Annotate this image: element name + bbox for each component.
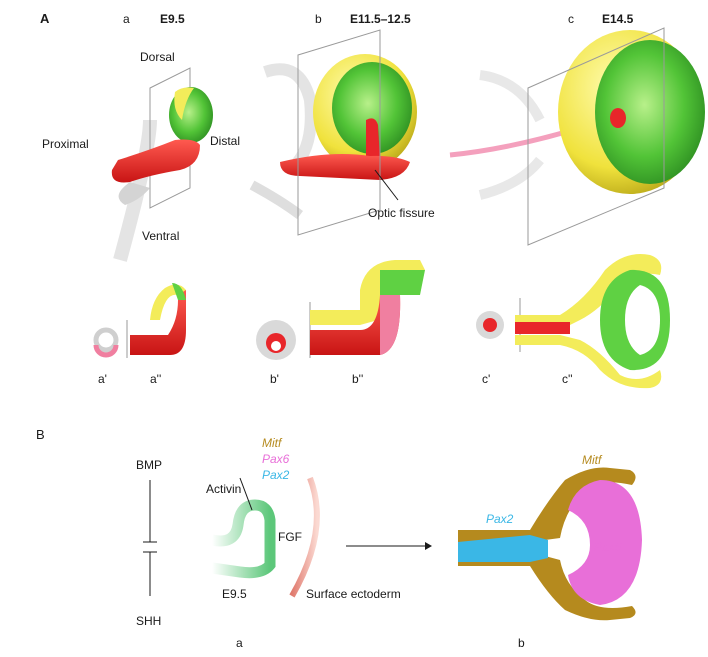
right-pax6-label: Pax6 [594, 540, 622, 554]
pax2-label: Pax2 [262, 468, 290, 482]
bmp-shh-antagonism [143, 480, 157, 596]
stage-b-drawing [249, 29, 417, 236]
section-b-prime [256, 320, 296, 360]
section-b-double-prime-label: b'' [352, 372, 364, 386]
right-pax2-label: Pax2 [486, 512, 514, 526]
section-b-double-prime [309, 260, 425, 358]
mitf-label: Mitf [262, 436, 282, 450]
panel-b-letter: B [36, 427, 45, 442]
arrow-to-b [346, 542, 432, 550]
section-a-double-prime [126, 283, 186, 358]
stage-b-label: E11.5–12.5 [350, 12, 411, 26]
stage-c-sub: c [568, 12, 574, 26]
optic-fissure-label: Optic fissure [368, 206, 435, 220]
section-c-prime-label: c' [482, 372, 491, 386]
stage-a-sub: a [123, 12, 130, 26]
stage-b-sub: b [315, 12, 322, 26]
pax6-label: Pax6 [262, 452, 290, 466]
stage-a-label: E9.5 [160, 12, 185, 26]
panel-a-letter: A [40, 11, 50, 26]
section-b-prime-label: b' [270, 372, 279, 386]
section-c-double-prime-label: c'' [562, 372, 573, 386]
b-sub-a: a [236, 636, 243, 650]
stage-c-drawing [449, 27, 705, 246]
stage-c-label: E14.5 [602, 12, 634, 26]
shh-label: SHH [136, 614, 162, 628]
section-a-double-prime-label: a'' [150, 372, 162, 386]
b-a-drawing [210, 476, 320, 598]
bmp-label: BMP [136, 458, 163, 472]
b-b-drawing [458, 467, 642, 621]
b-sub-b: b [518, 636, 525, 650]
right-mitf-label: Mitf [582, 453, 602, 467]
section-c-prime [476, 311, 504, 339]
fgf-label: FGF [278, 530, 302, 544]
b-stage-label: E9.5 [222, 587, 247, 601]
axis-proximal: Proximal [42, 137, 89, 151]
section-c-double-prime [515, 254, 670, 389]
axis-distal: Distal [210, 134, 241, 148]
section-a-prime [93, 327, 119, 358]
axis-ventral: Ventral [142, 229, 180, 243]
activin-label: Activin [206, 482, 242, 496]
surface-ectoderm-label: Surface ectoderm [306, 587, 401, 601]
section-a-prime-label: a' [98, 372, 107, 386]
stage-a-drawing [111, 67, 213, 262]
axis-dorsal: Dorsal [140, 50, 175, 64]
